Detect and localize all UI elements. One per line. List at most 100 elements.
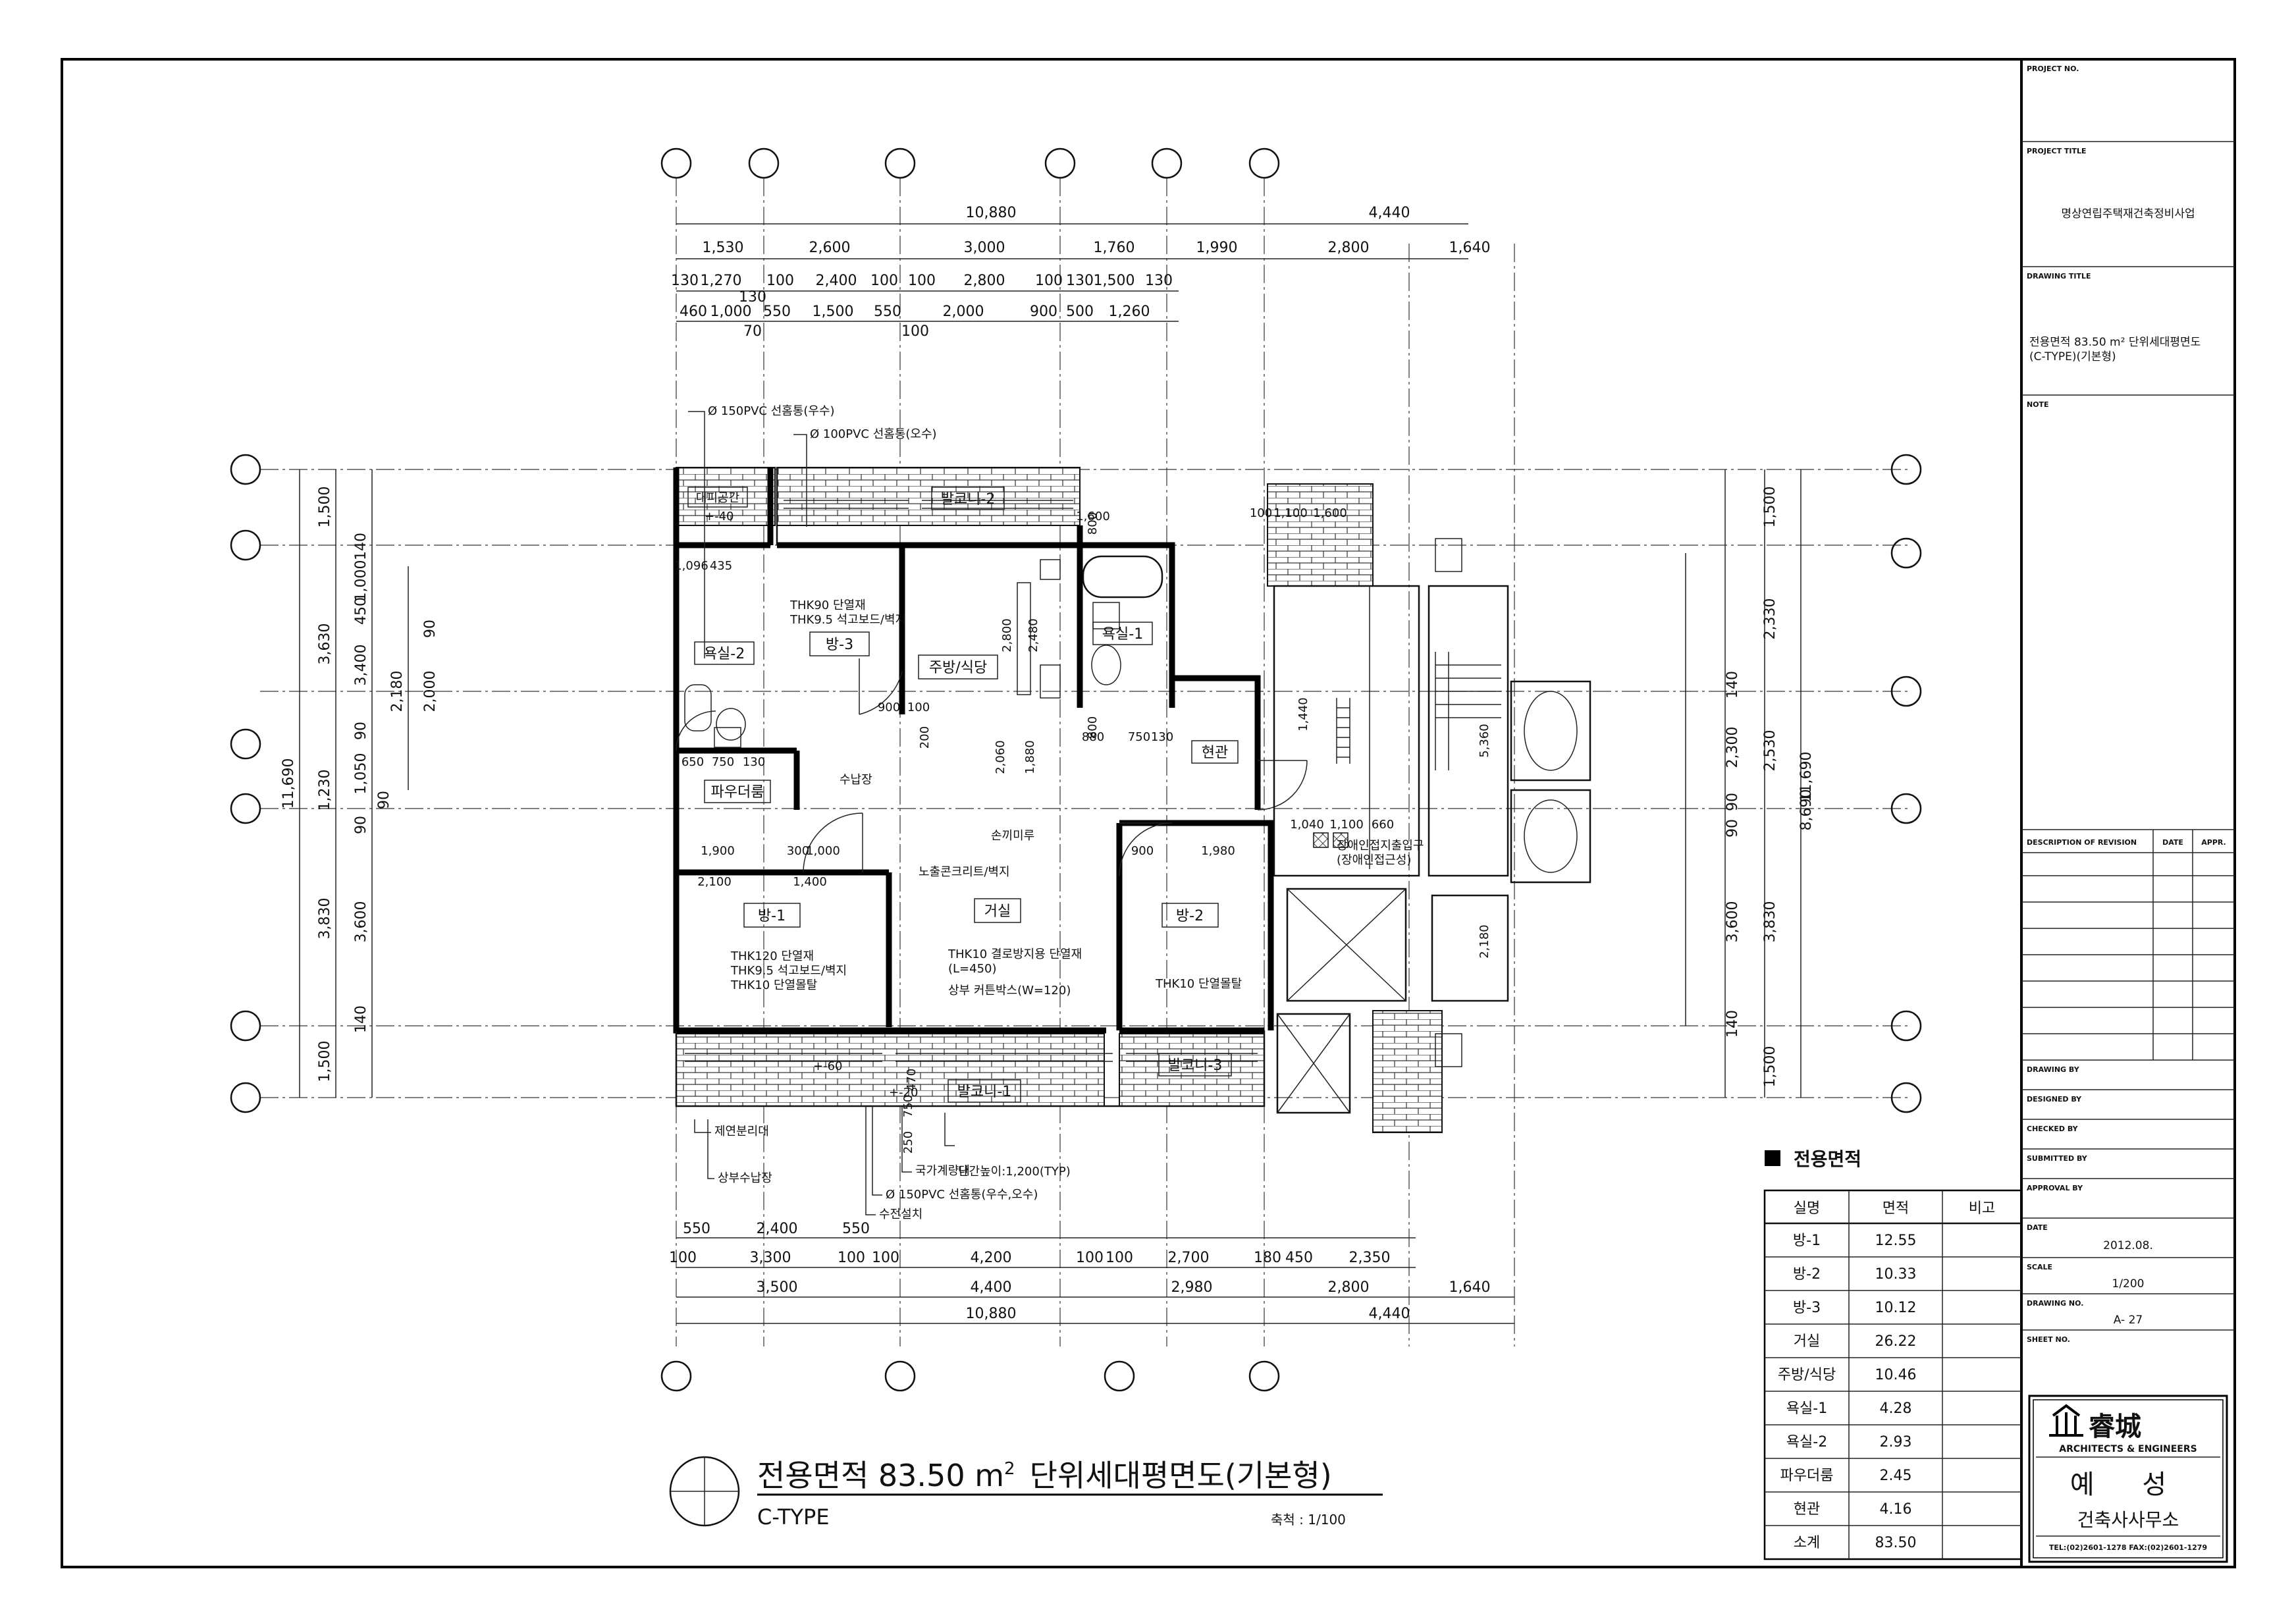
project-no-label: PROJECT NO. xyxy=(2027,65,2079,73)
dim-left-in2: 2,000 xyxy=(422,671,439,712)
unit-walls-right xyxy=(1080,542,1274,1034)
note-thk10a: THK10 단열몰탈 xyxy=(730,978,817,992)
powder-room-label: 파우더룸 xyxy=(711,784,764,801)
dim-top-r2: 100 xyxy=(1035,273,1063,289)
dim-left-outer: 11,690 xyxy=(280,758,297,809)
living-label: 거실 xyxy=(984,903,1011,920)
dim-left-in2: 90 xyxy=(376,791,392,809)
date-label: DATE xyxy=(2027,1223,2048,1232)
dim-bot-r3: 4,400 xyxy=(971,1279,1012,1296)
dim-right-mid: 2,530 xyxy=(1762,730,1778,772)
dim-left-in: 3,600 xyxy=(353,901,369,943)
dim-top-r1: 2,800 xyxy=(1328,240,1370,256)
note-bath-opening: 장애인접지출입구 xyxy=(1337,839,1424,853)
plan-dim-label: 660 xyxy=(1372,818,1394,832)
revision-date-col: DATE xyxy=(2162,838,2183,847)
dim-bot-r3: 1,640 xyxy=(1449,1279,1491,1296)
core xyxy=(1273,585,1591,1114)
dim-top-overall-b: 4,440 xyxy=(1369,205,1410,221)
dim-left-in: 1,050 xyxy=(353,753,369,795)
plan-dim-label: 750 xyxy=(901,1095,915,1117)
room-labels: 방-3 방-1 방-2 거실 주방/식당 욕실-1 욕실-2 파우더룸 현관 발… xyxy=(687,487,1239,1103)
dimension-lines xyxy=(299,223,1802,1324)
area-row-name: 방-1 xyxy=(1793,1233,1821,1249)
dim-top-r3: 460 xyxy=(680,304,707,320)
dim-bot-r3: 2,800 xyxy=(1328,1279,1370,1296)
dim-top-r1: 1,760 xyxy=(1094,240,1135,256)
note-exposed: 노출콘크리트/벽지 xyxy=(919,865,1010,879)
note-plus60: +-60 xyxy=(813,1059,842,1073)
submitted-by-label: SUBMITTED BY xyxy=(2027,1154,2088,1163)
dim-right-in: 2,300 xyxy=(1724,727,1741,768)
note-thk95a: THK9.5 석고보드/벽지 xyxy=(789,613,906,627)
plan-dim-label: 2,060 xyxy=(994,740,1007,774)
grid-bubbles xyxy=(230,147,1922,1392)
plan-dim-label: 200 xyxy=(918,726,932,749)
dim-left-in: 450 xyxy=(353,597,369,625)
room-1-label: 방-1 xyxy=(758,908,786,924)
dim-top-r3: 900 xyxy=(1030,304,1057,320)
dim-top-r2: 130 xyxy=(1145,273,1173,289)
approval-by-label: APPROVAL BY xyxy=(2027,1184,2083,1192)
plan-dim-label: 2,800 xyxy=(1000,618,1014,652)
note-pvc150-top: Ø 150PVC 선홈통(우수) xyxy=(708,404,835,418)
plan-dim-label: 5,360 xyxy=(1478,724,1491,758)
area-row-value: 10.46 xyxy=(1875,1367,1917,1383)
dim-top-r1: 1,530 xyxy=(703,240,744,256)
plan-dim-label: 2,100 xyxy=(697,875,732,889)
dim-bot-r1: 550 xyxy=(683,1221,710,1237)
plan-dim-label: 1,400 xyxy=(793,875,827,889)
firm-sub: ARCHITECTS & ENGINEERS xyxy=(2059,1444,2197,1454)
plan-dim-label: 250 xyxy=(901,1131,915,1154)
revision-appr-col: APPR. xyxy=(2201,838,2226,847)
dim-bot-r1: 550 xyxy=(842,1221,870,1237)
area-col-remark: 비고 xyxy=(1969,1200,1995,1217)
plan-dim-label: 1,600 xyxy=(1076,510,1110,523)
area-row-value: 12.55 xyxy=(1875,1233,1917,1249)
dim-bot-r2: 2,700 xyxy=(1168,1250,1210,1266)
dim-bot-r3: 2,980 xyxy=(1171,1279,1213,1296)
firm-stamp: 睿城 ARCHITECTS & ENGINEERS 예 성 건축사사무소 TEL… xyxy=(2028,1395,2228,1563)
dim-left-mid: 1,500 xyxy=(317,487,333,528)
area-row-name: 욕실-1 xyxy=(1786,1400,1827,1417)
dim-right-mid: 1,500 xyxy=(1762,487,1778,528)
dim-left-in: 3,400 xyxy=(353,645,369,686)
dim-left-in2: 2,180 xyxy=(389,671,406,712)
plan-dim-label: 1,096 xyxy=(674,559,708,573)
dim-top-r3: 2,000 xyxy=(943,304,984,320)
dim-bot-r2: 450 xyxy=(1285,1250,1313,1266)
room-3-label: 방-3 xyxy=(826,637,853,653)
note-railing: 난간높이:1,200(TYP) xyxy=(958,1165,1071,1179)
note-storage-up: 상부수납장 xyxy=(718,1171,772,1185)
dim-bot-overall-b: 4,440 xyxy=(1369,1306,1410,1322)
area-col-area: 면적 xyxy=(1882,1200,1909,1217)
dim-left-in: 90 xyxy=(353,722,369,740)
area-row-name: 소계 xyxy=(1794,1535,1820,1551)
plan-dim-label: 1,100 xyxy=(1329,818,1364,832)
bath-1-label: 욕실-1 xyxy=(1102,626,1143,643)
area-row-value: 10.33 xyxy=(1875,1266,1917,1283)
entry-label: 현관 xyxy=(1202,745,1228,761)
shelter-label: 대피공간 xyxy=(696,491,739,505)
dim-right-in: 140 xyxy=(1724,1010,1741,1038)
area-row-name: 파우더룸 xyxy=(1780,1468,1834,1484)
revision-rows xyxy=(2021,830,2235,1060)
drawing-title-label: DRAWING TITLE xyxy=(2027,272,2091,280)
dim-right-in: 90 xyxy=(1724,793,1741,811)
dim-top-r3: 550 xyxy=(874,304,901,320)
dim-top-r2: 1,500 xyxy=(1094,273,1135,289)
balcony-1-label: 발코니-1 xyxy=(957,1084,1012,1100)
dim-left-in: 1,000 xyxy=(353,560,369,602)
note-shoe: 손끼미루 xyxy=(991,829,1034,843)
sheet-no-label: SHEET NO. xyxy=(2027,1335,2070,1344)
plan-dim-label: 1,040 xyxy=(1290,818,1324,832)
plan-dim-label: 100 xyxy=(1250,506,1272,520)
note-bath-opening2: (장애인접근성) xyxy=(1337,853,1411,867)
fixtures xyxy=(684,538,1462,1067)
dim-bot-r1: 2,400 xyxy=(757,1221,798,1237)
plan-dim-label: 2,480 xyxy=(1027,618,1040,652)
dim-top-r3: 1,260 xyxy=(1109,304,1150,320)
